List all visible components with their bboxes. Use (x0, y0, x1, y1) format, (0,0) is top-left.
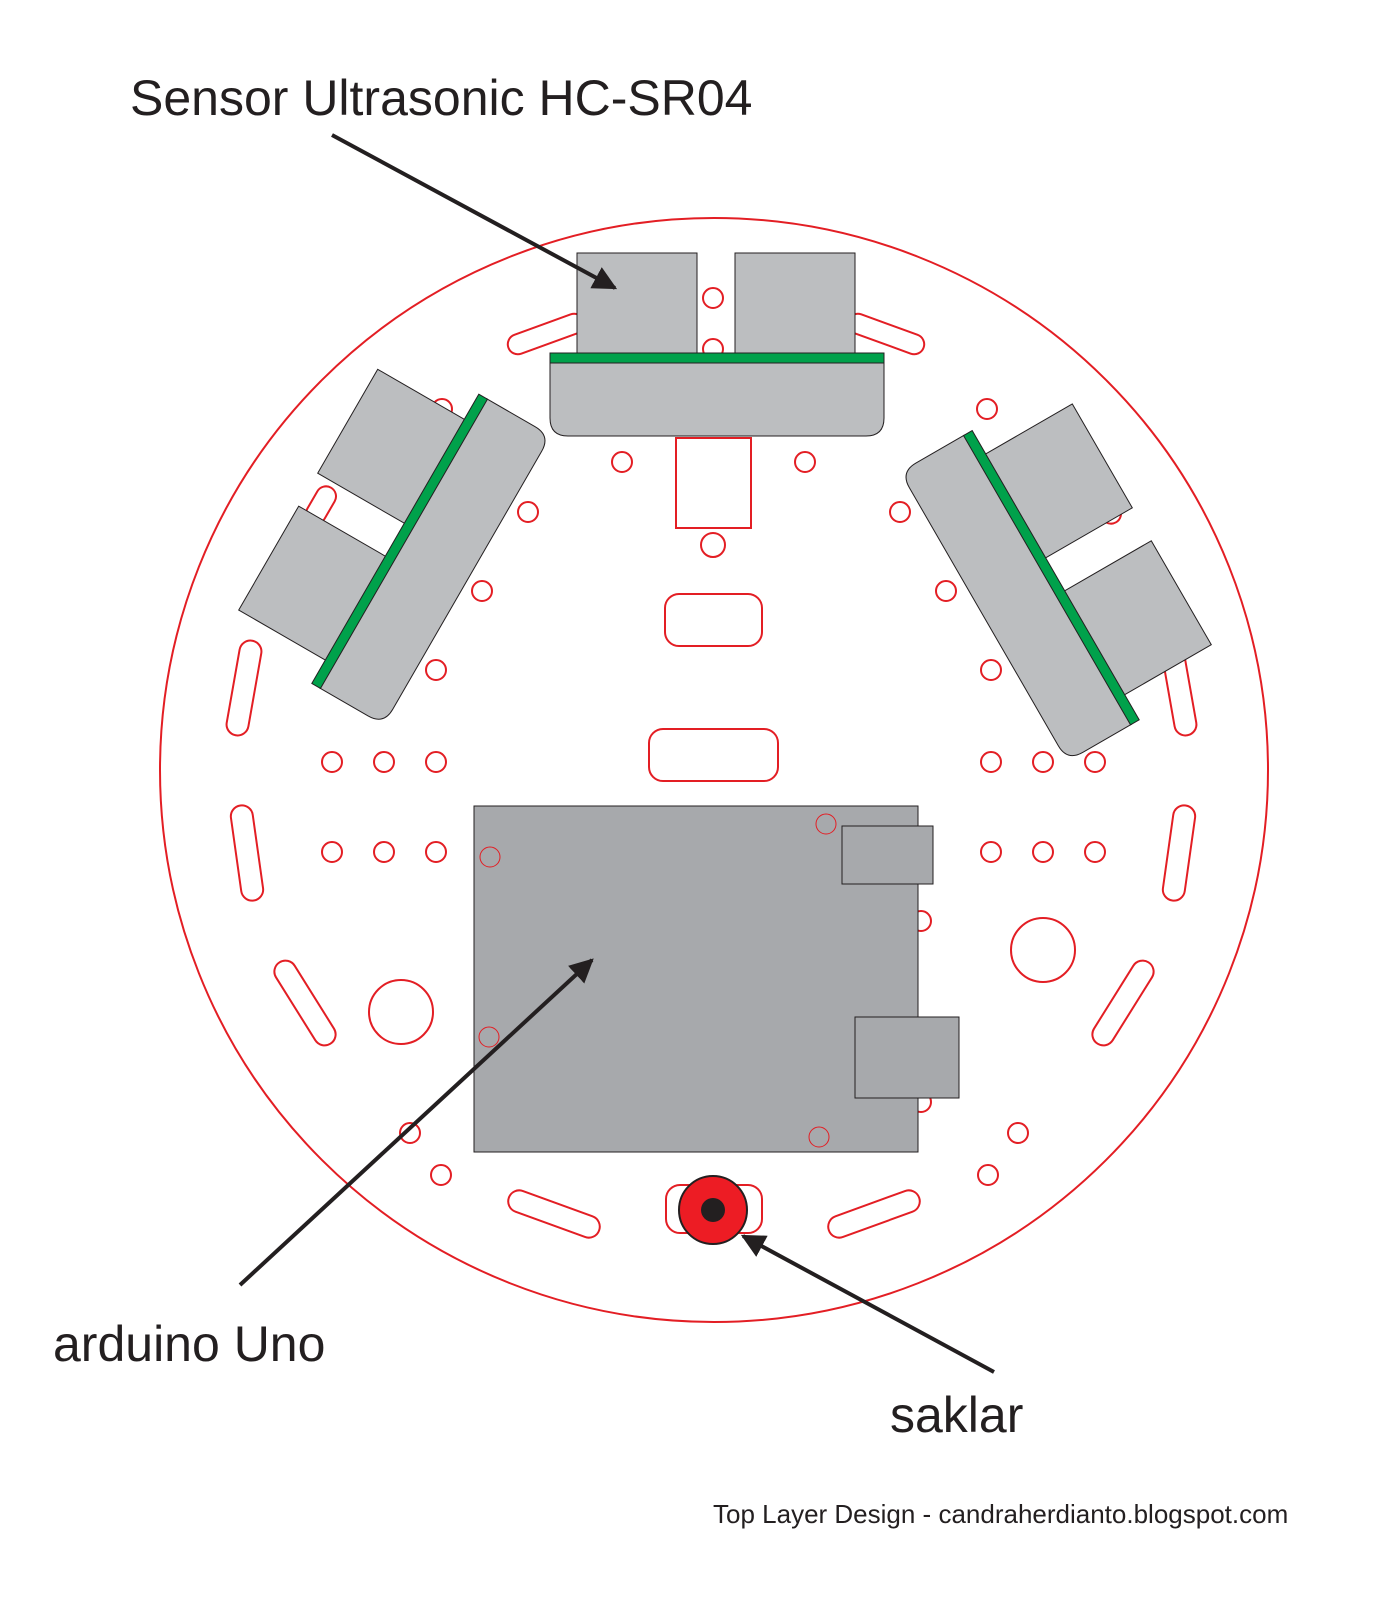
left-ultrasonic-sensor (238, 368, 546, 720)
callout-arrows (238, 133, 995, 1374)
front-ultrasonic-sensor (549, 252, 885, 437)
sensor-arrow (331, 133, 618, 290)
power-jack (854, 1016, 960, 1099)
arduino-arrow (238, 958, 594, 1287)
right-ultrasonic-sensor (905, 403, 1212, 757)
sensor-label: Sensor Ultrasonic HC-SR04 (130, 70, 752, 126)
mounting-holes (225, 287, 1198, 1239)
arduino-label: arduino Uno (53, 1316, 325, 1372)
chassis-outline (159, 217, 1269, 1323)
usb-connector (841, 825, 934, 885)
power-switch (678, 1175, 748, 1245)
footer-credit: Top Layer Design - candraherdianto.blogs… (713, 1499, 1288, 1529)
switch-label: saklar (890, 1387, 1023, 1443)
arduino-uno-board (473, 805, 960, 1153)
switch-arrow (740, 1234, 995, 1374)
